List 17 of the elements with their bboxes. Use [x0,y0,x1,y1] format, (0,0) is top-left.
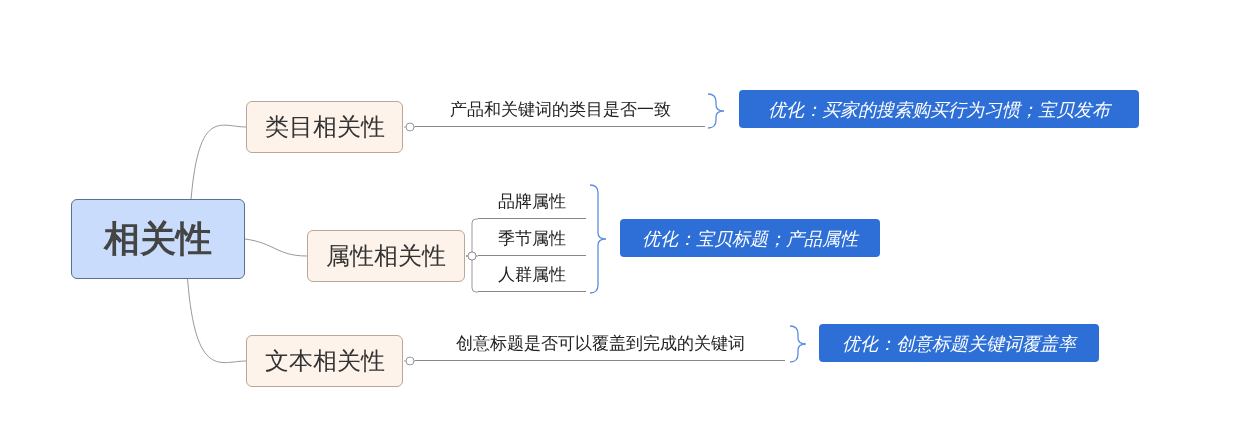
subtopic-text: 创意标题是否可以覆盖到完成的关键词 [415,328,785,361]
subtopic-text: 产品和关键词的类目是否一致 [415,94,705,127]
subtopic-text: 季节属性 [478,222,586,256]
root-topic: 相关性 [71,199,245,279]
summary-box: 优化：宝贝标题；产品属性 [620,219,880,257]
connector-line [403,356,416,366]
connector-line [187,278,247,364]
summary-box: 优化：创意标题关键词覆盖率 [819,324,1099,362]
topic-box: 文本相关性 [246,335,403,387]
topic-box: 属性相关性 [307,230,465,282]
connector-line [190,124,247,200]
connector-line [244,238,308,257]
connector-line [403,122,416,132]
subtopic-text: 品牌属性 [478,186,586,219]
summary-box: 优化：买家的搜索购买行为习惯；宝贝发布 [739,90,1139,128]
topic-box: 类目相关性 [246,101,403,153]
subtopic-text: 人群属性 [478,258,586,292]
